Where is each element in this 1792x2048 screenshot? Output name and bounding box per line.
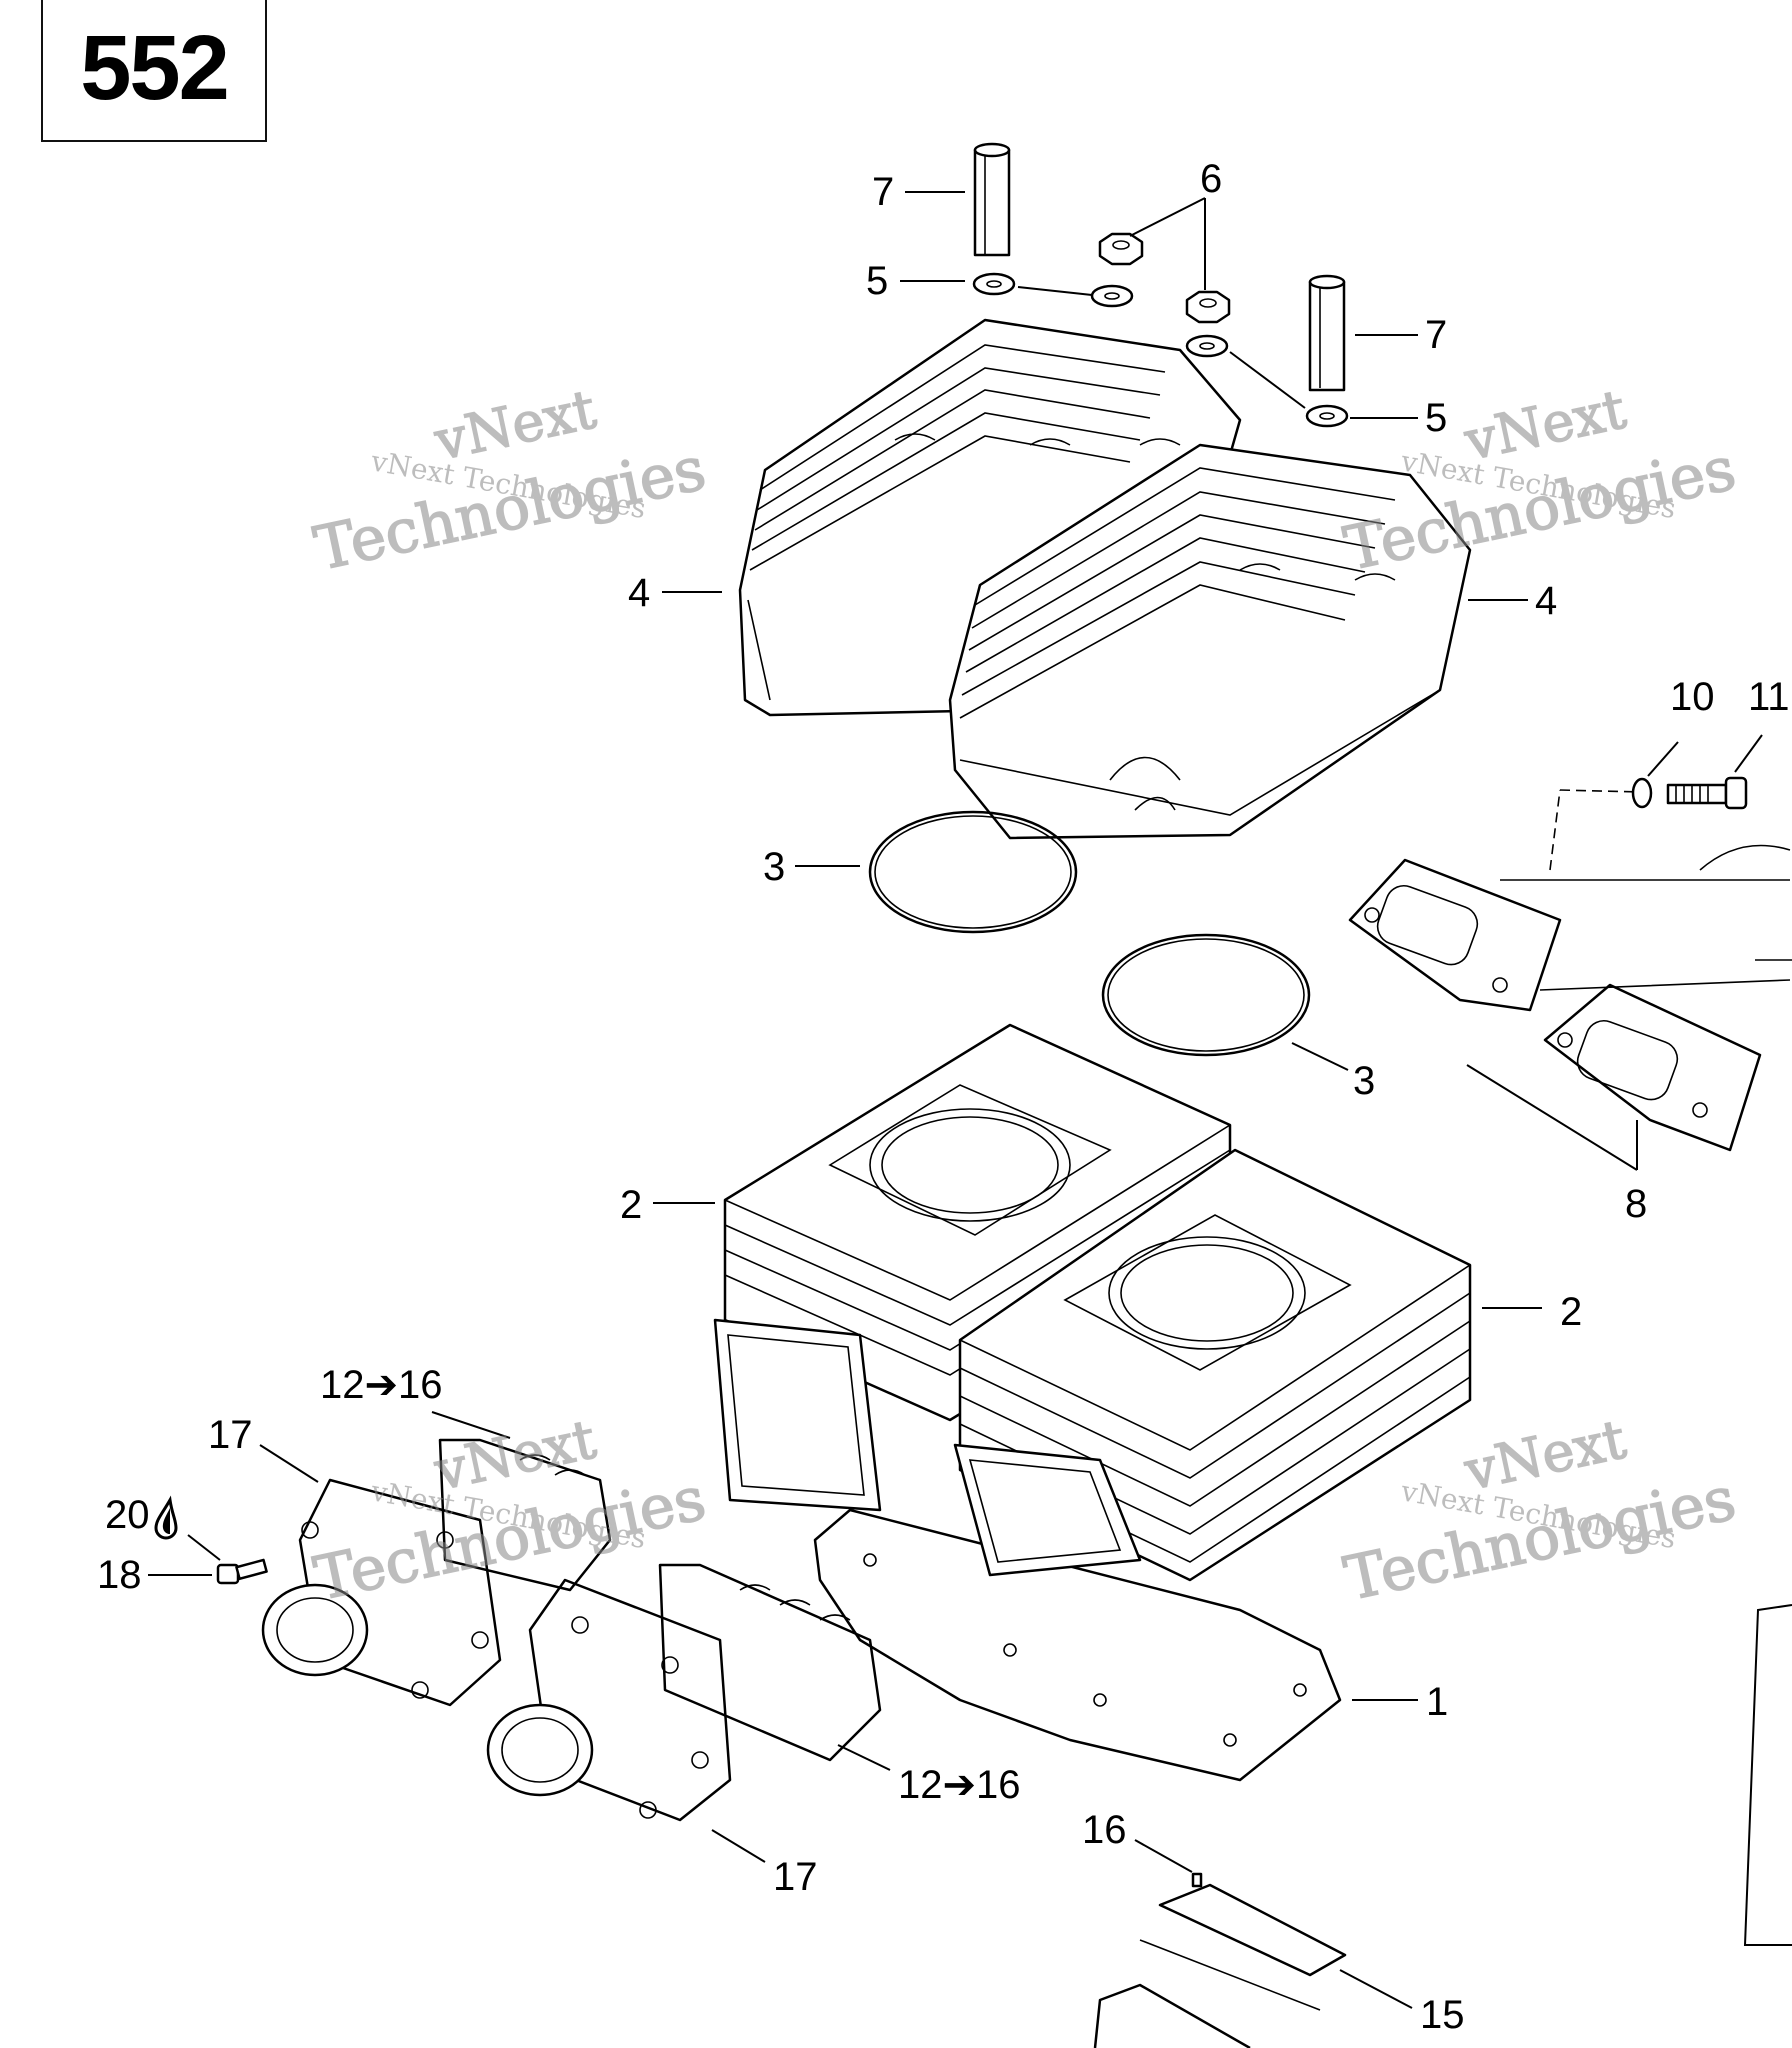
part-8-exhaust-flange (1348, 844, 1792, 1152)
part-3-o-ring-lower (1101, 933, 1311, 1057)
part-label-box-fragment (1743, 1604, 1792, 1946)
part-15-reed-plate (1093, 1883, 1347, 2048)
callout-8: 8 (1625, 1182, 1647, 1226)
part-17-intake-flange-lower (486, 1578, 732, 1822)
part-18-bolt (216, 1558, 268, 1585)
callout-10: 10 (1670, 675, 1715, 719)
page-number-box: 552 (41, 0, 267, 142)
callout-3-lower: 3 (1353, 1059, 1375, 1103)
callout-4-left: 4 (628, 571, 650, 615)
callouts: 7 5 6 7 5 4 4 3 3 2 2 1 8 10 11 12➔16 17… (97, 157, 1790, 2037)
part-4-cylinder-head-front (948, 443, 1472, 840)
part-6-nut-right (1185, 290, 1231, 324)
leader-lines (148, 191, 1763, 2009)
callout-4-right: 4 (1535, 579, 1557, 623)
callout-7-right: 7 (1425, 313, 1447, 357)
callout-15: 15 (1420, 1993, 1465, 2037)
callout-5-right: 5 (1425, 396, 1447, 440)
part-17-intake-flange-upper (261, 1478, 502, 1707)
callout-5-left: 5 (866, 259, 888, 303)
callout-2-left: 2 (620, 1183, 642, 1227)
part-7-spacer-left (973, 142, 1011, 257)
part-16-stopper-screw (1191, 1872, 1203, 1888)
callout-18: 18 (97, 1553, 142, 1597)
callout-20: 20 (105, 1493, 150, 1537)
callout-11: 11 (1748, 675, 1790, 719)
page-number: 552 (80, 17, 230, 119)
callout-2-right: 2 (1560, 1290, 1582, 1334)
part-12-16-reed-valve-upper (438, 1438, 612, 1592)
part-1-base-gasket (813, 1508, 1342, 1782)
callout-17-lower: 17 (773, 1855, 818, 1899)
part-5-washers (972, 272, 1349, 428)
callout-1: 1 (1426, 1680, 1448, 1724)
part-11-screw (1666, 776, 1748, 810)
part-6-nut-left (1098, 232, 1144, 266)
callout-6: 6 (1200, 157, 1222, 201)
part-3-o-ring-upper (868, 810, 1078, 934)
callout-7-left: 7 (872, 170, 894, 214)
callout-12-16-upper: 12➔16 (320, 1363, 443, 1407)
part-12-16-reed-valve-lower (658, 1563, 882, 1762)
callout-12-16-lower: 12➔16 (898, 1763, 1021, 1807)
callout-17-upper: 17 (208, 1413, 253, 1457)
part-2-cylinder-front (713, 1148, 1472, 1582)
callout-16: 16 (1082, 1808, 1127, 1852)
part-10-lock-washer (1631, 777, 1653, 809)
watermark-1: vNext Technologies vNext Technologies (308, 377, 712, 586)
callout-3-upper: 3 (763, 845, 785, 889)
part-7-spacer-right (1308, 274, 1346, 392)
